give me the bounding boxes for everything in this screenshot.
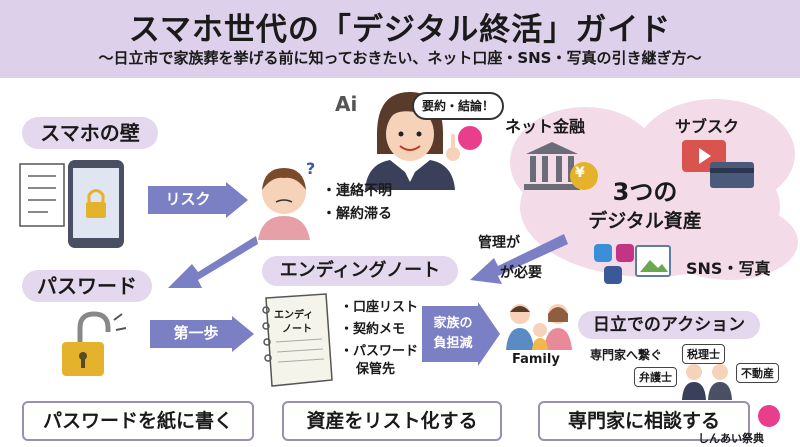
lawyer-tag: 弁護士 bbox=[634, 367, 677, 387]
family-burden-arrow bbox=[422, 302, 500, 366]
management-label-top: 管理が bbox=[478, 235, 520, 251]
footer-credit: しんあい祭典 bbox=[698, 432, 764, 445]
page-subtitle: 〜日立市で家族葬を挙げる前に知っておきたい、ネット口座・SNS・写真の引き継ぎ方… bbox=[98, 49, 702, 67]
note-item-3: ・パスワード bbox=[340, 344, 419, 359]
page-title: スマホ世代の「デジタル終活」ガイド bbox=[128, 12, 672, 48]
net-banking-label: ネット金融 bbox=[505, 117, 586, 136]
brand-logo-bottom-icon bbox=[758, 405, 780, 427]
ending-note-book-icon bbox=[262, 293, 333, 387]
note-item-3-cont: 保管先 bbox=[356, 362, 396, 377]
assets-center-line2: デジタル資産 bbox=[588, 210, 702, 232]
realestate-tag: 不動産 bbox=[736, 363, 779, 383]
management-arrow bbox=[470, 234, 568, 284]
password-title: パスワード bbox=[22, 270, 152, 302]
smartphone-wall-title: スマホの壁 bbox=[22, 117, 158, 149]
ending-note-title: エンディングノート bbox=[262, 256, 458, 286]
worried-person-icon: ? bbox=[258, 160, 315, 240]
subscription-label: サブスク bbox=[675, 117, 740, 136]
note-item-2: ・契約メモ bbox=[340, 322, 406, 337]
first-step-label: 第一歩 bbox=[173, 324, 219, 342]
sns-photo-icon bbox=[594, 244, 671, 284]
management-label-bottom: が必要 bbox=[500, 265, 542, 281]
speech-bubble: 要約・結論！ bbox=[412, 92, 504, 120]
brand-logo-icon bbox=[458, 126, 482, 150]
to-password-arrow bbox=[168, 236, 258, 288]
subscription-icon bbox=[682, 140, 754, 188]
family-arrow-line1: 家族の bbox=[433, 316, 473, 331]
book-line-2: ノート bbox=[282, 324, 312, 335]
header-banner bbox=[0, 0, 800, 78]
action-title: 日立でのアクション bbox=[578, 311, 760, 339]
phone-checklist-icon bbox=[19, 160, 124, 248]
first-step-arrow bbox=[150, 316, 254, 352]
risk-arrow-label: リスク bbox=[165, 190, 211, 208]
svg-text:?: ? bbox=[306, 160, 315, 178]
book-line-1: エンディ bbox=[274, 310, 314, 321]
bank-icon bbox=[524, 142, 598, 190]
ai-label: Ai bbox=[335, 92, 358, 116]
bottom-box-consult: 専門家に相談する bbox=[538, 401, 750, 441]
assets-center-line1: 3つの bbox=[612, 178, 678, 206]
note-item-1: ・口座リスト bbox=[340, 300, 419, 315]
sns-label: SNS・写真 bbox=[686, 259, 771, 278]
bottom-box-password: パスワードを紙に書く bbox=[22, 401, 254, 441]
bottom-box-list: 資産をリスト化する bbox=[282, 401, 502, 441]
family-label: Family bbox=[512, 352, 560, 367]
risk-item-1: ・連絡不明 bbox=[322, 183, 392, 199]
family-arrow-line2: 負担減 bbox=[433, 336, 473, 351]
risk-arrow bbox=[148, 182, 248, 218]
connect-experts-label: 専門家へ繋ぐ bbox=[590, 348, 663, 362]
tax-accountant-tag: 税理士 bbox=[682, 344, 725, 364]
open-lock-icon bbox=[62, 311, 127, 376]
risk-item-2: ・解約滞る bbox=[322, 206, 392, 222]
family-icon bbox=[506, 304, 572, 350]
currency-symbol: ¥ bbox=[575, 165, 585, 181]
experts-icon bbox=[682, 364, 732, 400]
